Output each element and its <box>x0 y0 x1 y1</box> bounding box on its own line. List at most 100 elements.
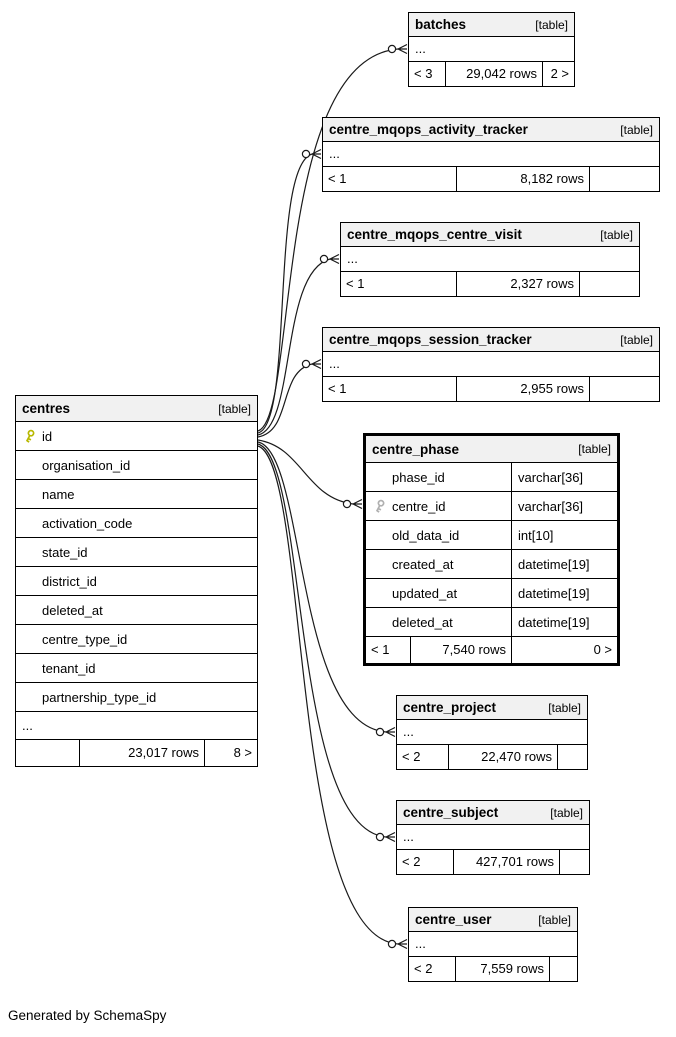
column-deleted-at: deleted_at <box>16 596 257 625</box>
implied-relationships-left: < 3 <box>414 66 433 81</box>
table-footer: < 1 8,182 rows <box>323 167 659 191</box>
collapsed-columns-indicator: ... <box>397 720 587 745</box>
collapsed-columns-indicator: ... <box>409 932 577 957</box>
table-header: centre_subject [table] <box>397 801 589 825</box>
row-count: 427,701 rows <box>453 850 559 874</box>
column-district-id: district_id <box>16 567 257 596</box>
relationship-centres-centre-phase <box>257 439 354 505</box>
zero-or-more-dot <box>301 149 311 159</box>
table-footer: < 2 7,559 rows <box>409 957 577 981</box>
column-type-label: datetime[19] <box>511 579 617 607</box>
crowfoot-centre-phase <box>352 498 363 510</box>
table-header: centre_project [table] <box>397 696 587 720</box>
row-count: 2,327 rows <box>456 272 579 296</box>
column-organisation-id: organisation_id <box>16 451 257 480</box>
table-name[interactable]: centre_mqops_centre_visit <box>347 227 522 242</box>
relationship-centres-centre-subject <box>257 443 387 838</box>
table-name[interactable]: centre_subject <box>403 805 499 820</box>
relationship-centres-session-tracker <box>257 363 313 438</box>
zero-or-more-dot <box>319 254 329 264</box>
implied-relationships-right <box>559 850 589 874</box>
table-header: batches [table] <box>409 13 574 37</box>
column-name-label: updated_at <box>392 585 458 601</box>
table-name[interactable]: centre_mqops_activity_tracker <box>329 122 528 137</box>
relationship-centres-centre-project <box>257 441 387 733</box>
collapsed-columns-indicator: ... <box>16 712 257 740</box>
relationship-centres-activity-tracker <box>257 153 313 434</box>
implied-relationships-left: < 1 <box>371 642 390 657</box>
table-centre-project: centre_project [table] ... < 2 22,470 ro… <box>396 695 588 770</box>
table-tag: [table] <box>578 442 611 456</box>
implied-relationships-right <box>579 272 639 296</box>
implied-relationships-left: < 1 <box>328 171 347 186</box>
column-created-at: created_at datetime[19] <box>366 550 617 579</box>
implied-relationships-right <box>589 377 659 401</box>
icon-gutter <box>366 499 392 513</box>
column-name-label: activation_code <box>42 515 133 531</box>
relationship-centres-centre-user <box>257 445 399 945</box>
crowfoot-centre-project <box>385 726 396 738</box>
table-centre-mqops-activity-tracker: centre_mqops_activity_tracker [table] ..… <box>322 117 660 192</box>
implied-relationships-left: < 2 <box>402 749 421 764</box>
table-footer: 23,017 rows 8 > <box>16 740 257 766</box>
column-name-label: centre_id <box>392 498 446 514</box>
implied-relationships-right <box>557 745 587 769</box>
column-name-label: partnership_type_id <box>42 689 157 705</box>
column-centre-id: centre_id varchar[36] <box>366 492 617 521</box>
crowfoot-centre-subject <box>385 831 396 843</box>
table-tag: [table] <box>620 332 653 347</box>
table-tag: [table] <box>218 401 251 416</box>
table-centre-user: centre_user [table] ... < 2 7,559 rows <box>408 907 578 982</box>
table-tag: [table] <box>600 227 633 242</box>
zero-or-more-dot <box>387 44 397 54</box>
column-type-label: datetime[19] <box>511 608 617 636</box>
table-footer: < 3 29,042 rows 2 > <box>409 62 574 86</box>
implied-relationships-right <box>589 167 659 191</box>
column-centre-type-id: centre_type_id <box>16 625 257 654</box>
table-tag: [table] <box>620 122 653 137</box>
column-name-label: deleted_at <box>392 614 453 630</box>
column-type-label: datetime[19] <box>511 550 617 578</box>
row-count: 8,182 rows <box>456 167 589 191</box>
table-name[interactable]: centre_phase <box>372 441 460 457</box>
table-name[interactable]: centre_user <box>415 912 492 927</box>
column-id: id <box>16 422 257 451</box>
table-centres: centres [table] id organisation_id name … <box>15 395 258 767</box>
table-footer: < 1 2,327 rows <box>341 272 639 296</box>
row-count: 2,955 rows <box>456 377 589 401</box>
table-header: centre_mqops_activity_tracker [table] <box>323 118 659 142</box>
foreign-key-icon <box>375 499 384 513</box>
implied-relationships-right: 0 > <box>511 637 617 663</box>
column-type-label: varchar[36] <box>511 463 617 491</box>
collapsed-columns-indicator: ... <box>323 352 659 377</box>
table-centre-phase: centre_phase [table] phase_id varchar[36… <box>363 433 620 666</box>
table-header: centre_phase [table] <box>366 436 617 463</box>
zero-or-more-dot <box>301 359 311 369</box>
column-name-label: organisation_id <box>42 457 131 473</box>
relationship-centres-centre-visit <box>257 258 331 436</box>
generated-by-label: Generated by SchemaSpy <box>8 1008 167 1023</box>
collapsed-columns-indicator: ... <box>409 37 574 62</box>
primary-key-icon <box>25 429 34 443</box>
table-name[interactable]: batches <box>415 17 467 32</box>
column-type-label: int[10] <box>511 521 617 549</box>
table-tag: [table] <box>548 700 581 715</box>
table-batches: batches [table] ... < 3 29,042 rows 2 > <box>408 12 575 87</box>
row-count: 7,540 rows <box>410 637 511 663</box>
table-name[interactable]: centre_mqops_session_tracker <box>329 332 532 347</box>
table-name[interactable]: centre_project <box>403 700 497 715</box>
relationship-centres-batches <box>257 48 399 432</box>
table-footer: < 1 7,540 rows 0 > <box>366 637 617 663</box>
collapsed-columns-indicator: ... <box>341 247 639 272</box>
table-tag: [table] <box>535 17 568 32</box>
column-name-label: district_id <box>42 573 97 589</box>
row-count: 23,017 rows <box>79 740 204 766</box>
table-header: centre_user [table] <box>409 908 577 932</box>
column-tenant-id: tenant_id <box>16 654 257 683</box>
zero-or-more-dot <box>375 832 385 842</box>
column-name-label: phase_id <box>392 469 445 485</box>
column-type-label: varchar[36] <box>511 492 617 520</box>
zero-or-more-dot <box>375 727 385 737</box>
table-name[interactable]: centres <box>22 401 71 416</box>
implied-relationships-left: < 1 <box>346 276 365 291</box>
